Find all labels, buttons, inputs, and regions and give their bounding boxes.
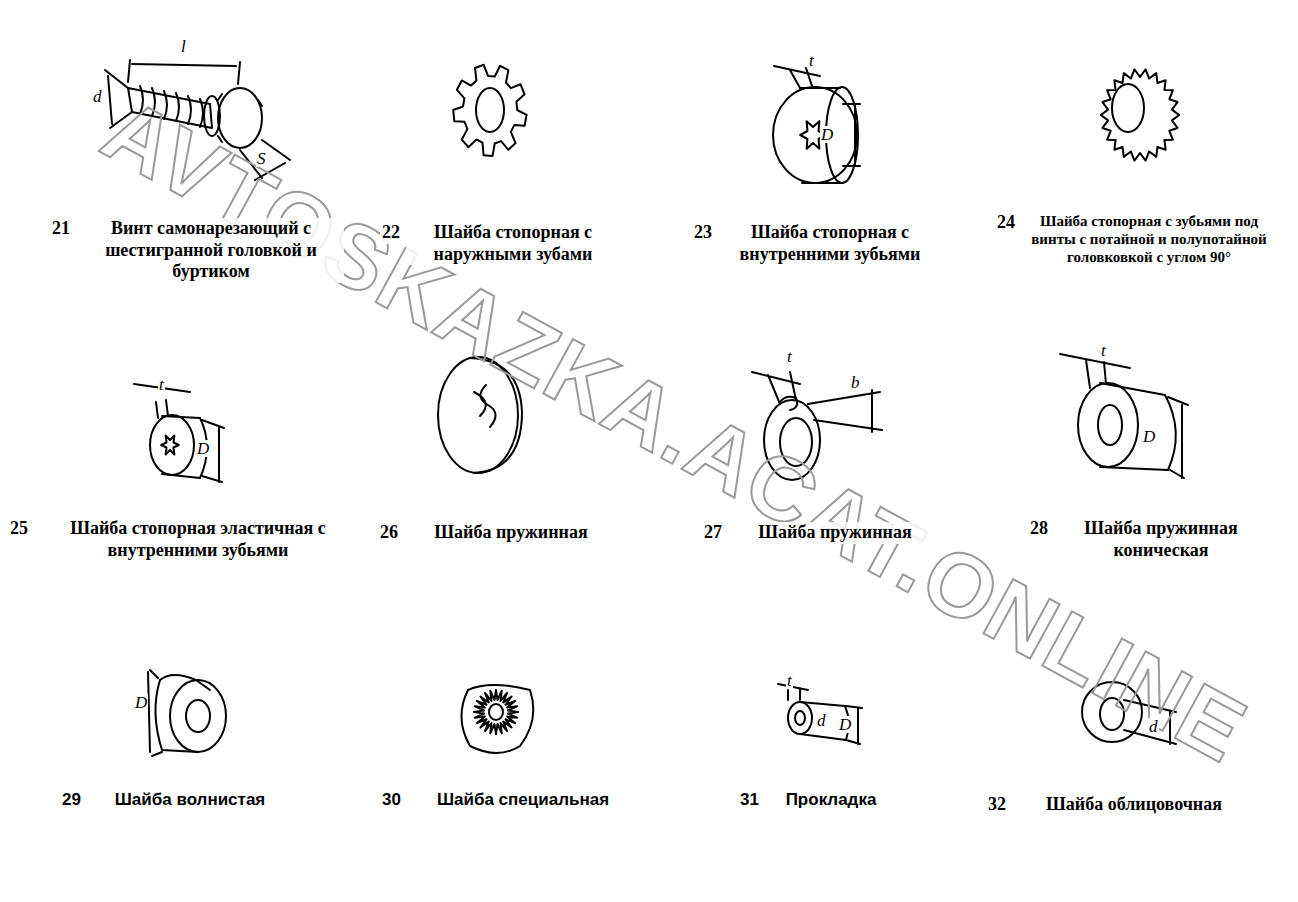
washer-drawing (773, 66, 860, 183)
part-caption: Шайба стопорная с внутренними зубьями (718, 222, 942, 265)
callout-number: 32 (986, 794, 1008, 816)
part-caption: Шайба стопорная эластичная с внутренними… (36, 518, 360, 561)
dimension-label: d (92, 88, 103, 105)
part-caption: Прокладка (764, 790, 898, 810)
dimension-label: t (808, 52, 815, 69)
callout-number: 27 (702, 522, 724, 544)
part-caption: Шайба пружинная (728, 522, 942, 544)
dimension-label: D (820, 126, 834, 143)
dimension-label: D (134, 694, 148, 711)
washer-hole (476, 88, 504, 132)
cone-teeth (1101, 69, 1179, 160)
watermark: AVTOSKAZKA.ACAT.ONLINE (87, 77, 1264, 782)
callout-number: 26 (378, 522, 400, 544)
dimension-label: l (180, 38, 187, 55)
callout-number: 24 (995, 212, 1017, 234)
dimension-label: d (1148, 718, 1159, 735)
dimension-label: t (786, 348, 793, 365)
callout-number: 23 (692, 222, 714, 244)
dimension-label: t (1100, 342, 1107, 359)
dimension-label: t (158, 376, 165, 393)
dimension-label: D (838, 716, 852, 733)
dimension-label: S (256, 150, 267, 167)
callout-number: 30 (380, 790, 403, 810)
wave-washer-drawing (148, 670, 226, 756)
inner-teeth (474, 690, 518, 734)
tooth-washer-outline (453, 65, 526, 156)
dimension-label: t (786, 672, 793, 689)
conical-washer-drawing (1060, 354, 1188, 478)
washer-hole (489, 704, 503, 720)
part-caption: Шайба пружинная (404, 522, 618, 544)
callout-number: 29 (60, 790, 83, 810)
part-caption: Шайба стопорная с наружными зубами (406, 222, 620, 265)
callout-number: 21 (50, 218, 72, 240)
special-washer-drawing (461, 685, 533, 753)
dimension-label: b (850, 374, 861, 391)
dimension-label: D (1142, 428, 1156, 445)
callout-number: 31 (738, 790, 761, 810)
callout-number: 22 (380, 222, 402, 244)
gasket-drawing (778, 684, 862, 744)
dimension-label: D (196, 440, 210, 457)
inner-teeth (161, 435, 179, 454)
washer-drawing (134, 384, 224, 482)
part-caption: Шайба волнистая (88, 790, 292, 810)
part-caption: Шайба пружинная коническая (1054, 518, 1268, 561)
part-caption: Винт самонарезающий с шестигранной голов… (78, 218, 344, 283)
washer-hole (1112, 84, 1144, 132)
part-caption: Шайба облицовочная (1012, 794, 1256, 816)
callout-number: 28 (1028, 518, 1050, 540)
dimension-label: d (816, 712, 827, 729)
part-caption: Шайба стопорная с зубьями под винты с по… (1022, 212, 1276, 266)
callout-number: 25 (8, 518, 30, 540)
part-caption: Шайба специальная (406, 790, 640, 810)
